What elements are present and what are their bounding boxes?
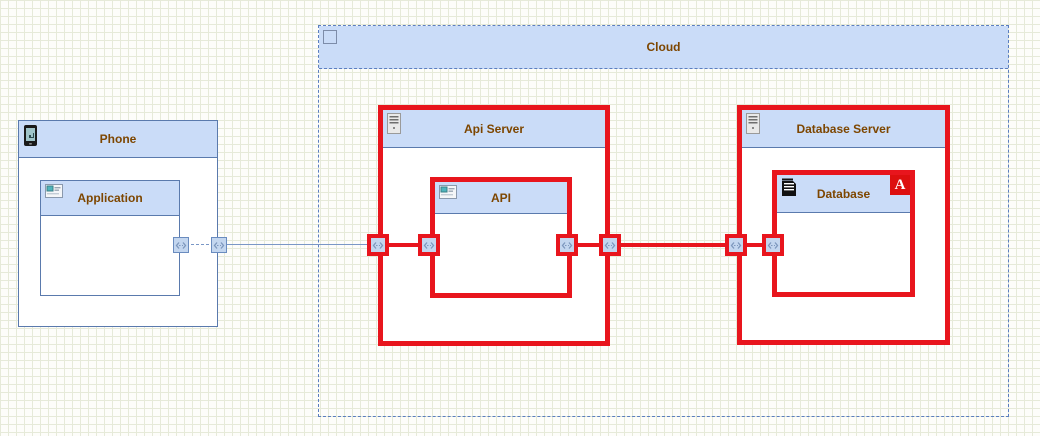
port-api-right[interactable]: [556, 234, 578, 256]
server-icon: [387, 113, 401, 139]
node-cloud[interactable]: Cloud: [318, 25, 1009, 417]
port-api-left[interactable]: [418, 234, 440, 256]
node-api[interactable]: API: [430, 177, 572, 298]
port-phone-right[interactable]: [211, 237, 227, 253]
connector-database-server-port-to-database-port[interactable]: [736, 243, 773, 247]
port-api-server-left[interactable]: [367, 234, 389, 256]
port-api-server-right[interactable]: [599, 234, 621, 256]
connector-phone-to-api-server[interactable]: [219, 244, 378, 245]
marker-badge: A: [890, 175, 910, 195]
database-label: Database: [816, 186, 871, 201]
phone-label: Phone: [99, 132, 137, 146]
connector-api-server-to-database-server[interactable]: [610, 243, 736, 247]
database-server-header[interactable]: Database Server: [742, 110, 945, 148]
api-server-header[interactable]: Api Server: [383, 110, 605, 148]
phone-icon: [23, 124, 38, 152]
window-icon: [45, 184, 63, 203]
api-header[interactable]: API: [435, 182, 567, 214]
connector-application-to-phone-port[interactable]: [181, 244, 219, 245]
application-label: Application: [77, 191, 143, 205]
connector-api-server-port-to-api-port[interactable]: [378, 243, 429, 247]
cloud-header[interactable]: Cloud: [319, 26, 1008, 69]
database-server-label: Database Server: [796, 121, 891, 136]
phone-header[interactable]: Phone: [19, 121, 217, 158]
cloud-label: Cloud: [646, 40, 681, 54]
window-icon: [439, 185, 457, 204]
application-header[interactable]: Application: [41, 181, 179, 216]
node-database[interactable]: Database A: [772, 170, 915, 297]
connector-api-port-to-api-server-port[interactable]: [567, 243, 610, 247]
port-database-server-left[interactable]: [725, 234, 747, 256]
rectangle-icon: [323, 30, 337, 44]
port-database-left[interactable]: [762, 234, 784, 256]
port-application-right[interactable]: [173, 237, 189, 253]
api-label: API: [490, 190, 511, 205]
database-header[interactable]: Database A: [777, 175, 910, 213]
api-server-label: Api Server: [463, 121, 525, 136]
server-icon: [746, 113, 760, 139]
node-application[interactable]: Application: [40, 180, 180, 296]
floppy-disk-icon: [781, 178, 797, 202]
